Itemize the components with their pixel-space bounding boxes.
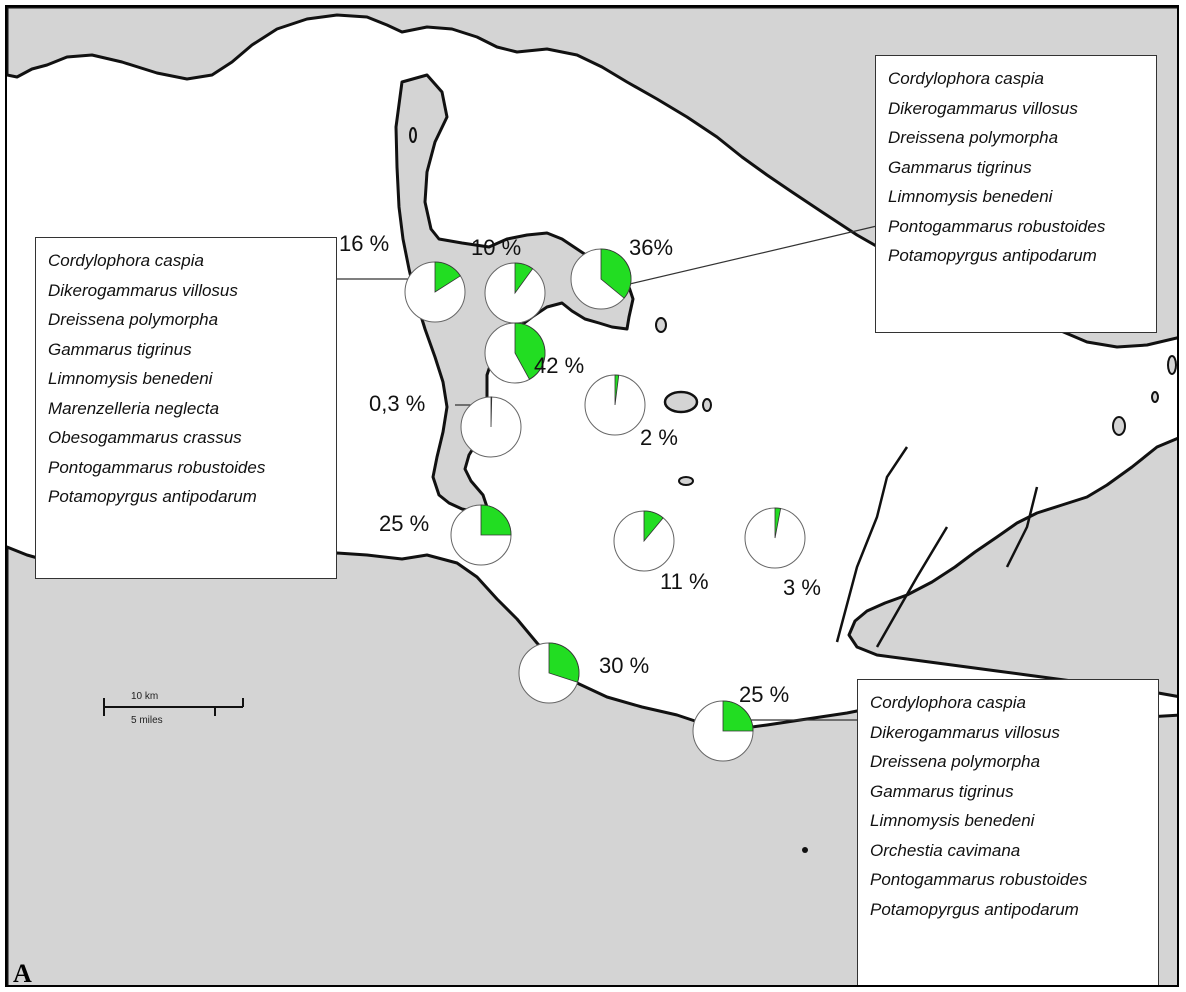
site-percent-label: 16 %: [339, 231, 390, 256]
species-legend-west: Cordylophora caspia Dikerogammarus villo…: [35, 237, 337, 579]
species-item: Dreissena polymorpha: [870, 752, 1041, 771]
species-item: Dreissena polymorpha: [888, 128, 1059, 147]
species-item: Orchestia cavimana: [870, 840, 1021, 860]
site-percent-label: 42 %: [534, 353, 585, 378]
pie-slice: [514, 262, 534, 295]
site-percent-label: 3 %: [783, 575, 821, 600]
species-item: Potamopyrgus antipodarum: [870, 899, 1079, 919]
site-percent-label: 36%: [629, 235, 674, 260]
species-legend-northeast: Cordylophora caspia Dikerogammarus villo…: [875, 55, 1157, 333]
species-item: Limnomysis benedeni: [48, 369, 213, 388]
map-frame: Cordylophora caspia Dikerogammarus villo…: [5, 5, 1179, 987]
island: [1167, 355, 1177, 375]
species-item: Dikerogammarus villosus: [48, 280, 238, 300]
panel-label: A: [13, 959, 32, 987]
land-east: [847, 437, 1177, 698]
callout-line: [616, 224, 882, 288]
island: [663, 390, 699, 414]
site-percent-label: 25 %: [739, 682, 790, 707]
species-item: Potamopyrgus antipodarum: [888, 246, 1097, 265]
site-percent-label: 2 %: [640, 425, 678, 450]
island: [1112, 416, 1126, 436]
site-percent-label: 25 %: [379, 511, 430, 536]
pie-slice: [722, 700, 754, 732]
species-item: Gammarus tigrinus: [48, 339, 192, 359]
species-item: Cordylophora caspia: [48, 251, 204, 270]
island: [678, 476, 694, 486]
pie-slice: [480, 504, 512, 536]
scale-km-label: 10 km: [131, 691, 159, 702]
species-item: Gammarus tigrinus: [870, 781, 1014, 801]
pie-charts: [404, 248, 806, 762]
species-item: Pontogammarus robustoides: [48, 457, 266, 477]
pie-slice: [600, 248, 632, 299]
species-legend-southeast: Cordylophora caspia Dikerogammarus villo…: [857, 679, 1159, 985]
pie-slice: [548, 642, 580, 683]
species-item: Dreissena polymorpha: [48, 310, 219, 329]
species-item: Pontogammarus robustoides: [870, 870, 1088, 889]
species-item: Marenzelleria neglecta: [48, 398, 220, 418]
river: [835, 446, 1039, 648]
species-item: Obesogammarus crassus: [48, 428, 242, 447]
pie-slice: [514, 322, 546, 380]
species-item: Pontogammarus robustoides: [888, 216, 1106, 236]
site-percent-label: 30 %: [599, 653, 650, 678]
island: [409, 127, 417, 143]
site-percent-label: 11 %: [660, 569, 709, 594]
site-percent-label: 0,3 %: [369, 391, 426, 416]
species-item: Limnomysis benedeni: [888, 187, 1053, 206]
species-item: Cordylophora caspia: [870, 693, 1026, 712]
scale-bar: [103, 698, 244, 716]
pie-slice: [774, 507, 782, 539]
pie-slice: [643, 510, 664, 543]
species-item: Cordylophora caspia: [888, 69, 1044, 88]
species-item: Potamopyrgus antipodarum: [48, 487, 257, 506]
species-item: Limnomysis benedeni: [870, 811, 1035, 830]
pie-slice: [490, 396, 493, 428]
pie-slice: [434, 261, 461, 293]
species-item: Dikerogammarus villosus: [888, 98, 1078, 118]
island: [655, 317, 667, 333]
species-item: Dikerogammarus villosus: [870, 722, 1060, 742]
species-item: Gammarus tigrinus: [888, 157, 1032, 177]
island: [702, 398, 712, 412]
site-percent-label: 10 %: [471, 235, 522, 260]
pie-slice: [614, 374, 620, 406]
scale-miles-label: 5 miles: [131, 715, 163, 726]
island: [1151, 391, 1159, 403]
island: [802, 847, 808, 853]
